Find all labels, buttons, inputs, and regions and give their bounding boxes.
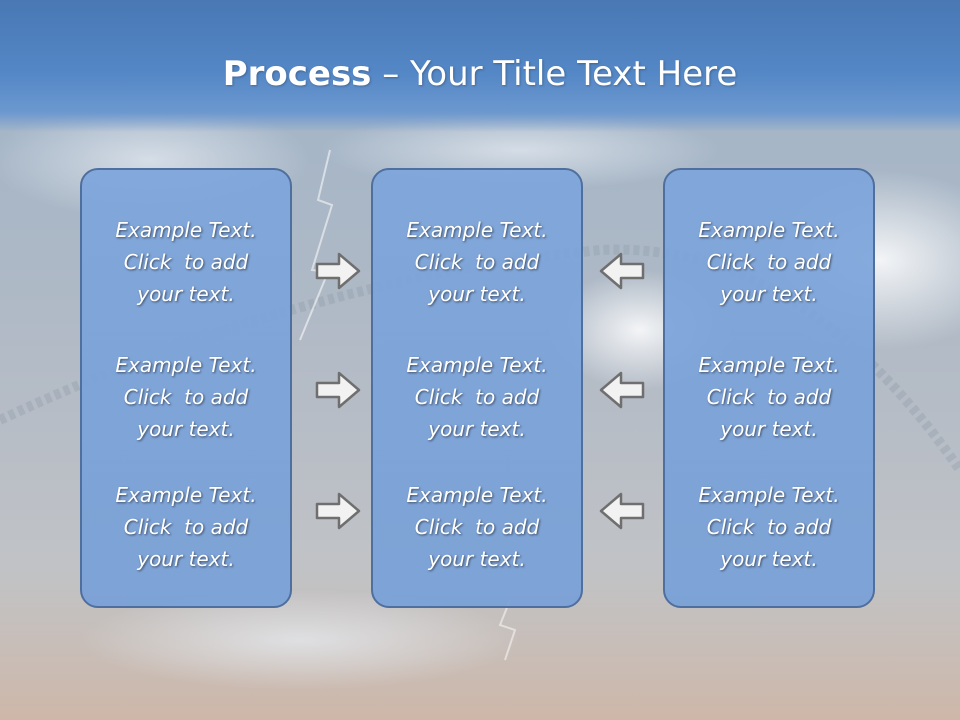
text-line: Example Text. xyxy=(406,218,548,242)
text-line: Click to add xyxy=(706,385,832,409)
text-line: your text. xyxy=(137,417,235,441)
text-line: Click to add xyxy=(414,250,540,274)
arrow-right-icon[interactable] xyxy=(314,251,362,291)
text-line: your text. xyxy=(720,547,818,571)
arrow-right-icon[interactable] xyxy=(314,491,362,531)
text-line: Example Text. xyxy=(698,483,840,507)
process-box-right[interactable]: Example Text. Click to add your text. Ex… xyxy=(663,168,875,608)
text-line: Example Text. xyxy=(698,353,840,377)
process-box-left[interactable]: Example Text. Click to add your text. Ex… xyxy=(80,168,292,608)
text-placeholder[interactable]: Example Text. Click to add your text. xyxy=(373,479,581,575)
text-placeholder[interactable]: Example Text. Click to add your text. xyxy=(373,214,581,310)
text-placeholder[interactable]: Example Text. Click to add your text. xyxy=(665,349,873,445)
arrow-left-icon[interactable] xyxy=(598,491,646,531)
text-line: Click to add xyxy=(123,385,249,409)
text-line: your text. xyxy=(720,282,818,306)
text-line: Example Text. xyxy=(115,218,257,242)
text-line: Example Text. xyxy=(115,483,257,507)
text-line: your text. xyxy=(137,282,235,306)
arrow-left-icon[interactable] xyxy=(598,251,646,291)
text-placeholder[interactable]: Example Text. Click to add your text. xyxy=(82,349,290,445)
text-line: your text. xyxy=(720,417,818,441)
arrow-right-icon[interactable] xyxy=(314,370,362,410)
text-line: your text. xyxy=(137,547,235,571)
text-line: Click to add xyxy=(414,385,540,409)
text-line: Example Text. xyxy=(406,483,548,507)
text-line: your text. xyxy=(428,282,526,306)
text-line: Example Text. xyxy=(406,353,548,377)
text-line: Click to add xyxy=(706,515,832,539)
text-placeholder[interactable]: Example Text. Click to add your text. xyxy=(82,214,290,310)
text-line: Click to add xyxy=(123,250,249,274)
text-placeholder[interactable]: Example Text. Click to add your text. xyxy=(665,214,873,310)
text-line: Click to add xyxy=(706,250,832,274)
text-placeholder[interactable]: Example Text. Click to add your text. xyxy=(82,479,290,575)
title-rest: – Your Title Text Here xyxy=(371,54,738,94)
text-line: your text. xyxy=(428,547,526,571)
title-bar xyxy=(0,0,960,132)
title-bold: Process xyxy=(222,54,372,94)
text-line: Click to add xyxy=(414,515,540,539)
slide-title[interactable]: Process – Your Title Text Here xyxy=(0,52,960,96)
text-line: your text. xyxy=(428,417,526,441)
text-placeholder[interactable]: Example Text. Click to add your text. xyxy=(373,349,581,445)
text-line: Example Text. xyxy=(698,218,840,242)
arrow-left-icon[interactable] xyxy=(598,370,646,410)
text-placeholder[interactable]: Example Text. Click to add your text. xyxy=(665,479,873,575)
process-box-center[interactable]: Example Text. Click to add your text. Ex… xyxy=(371,168,583,608)
text-line: Example Text. xyxy=(115,353,257,377)
text-line: Click to add xyxy=(123,515,249,539)
